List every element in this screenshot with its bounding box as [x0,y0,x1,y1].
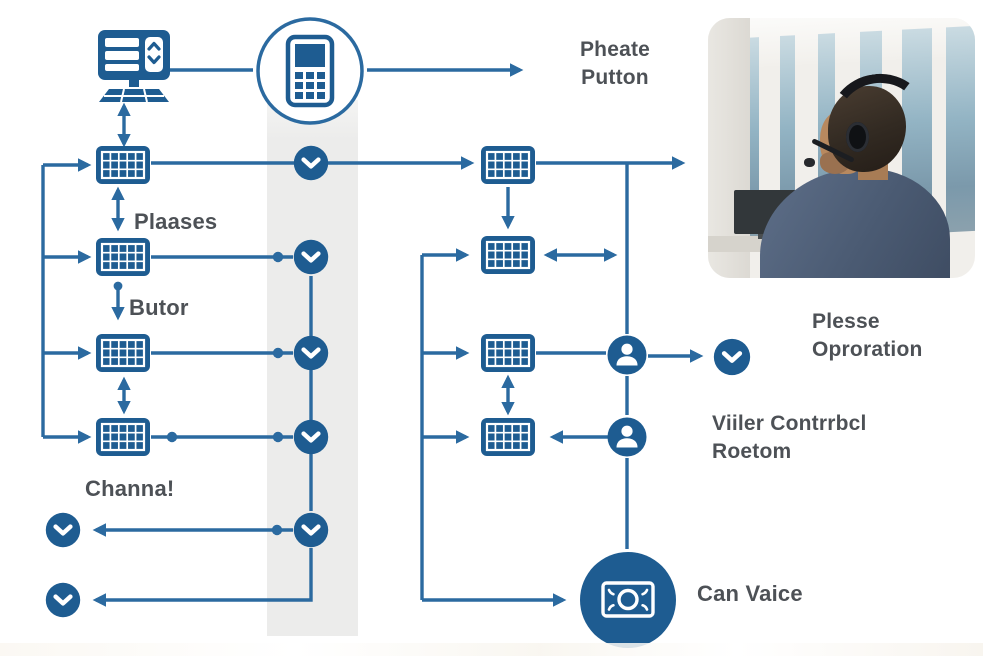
person-icon [607,335,647,375]
label-channa: Channa! [85,476,175,501]
chevron-down-icon [293,419,329,455]
label-operator: Plesse Oproration [812,310,923,361]
keypad-icon [480,417,536,457]
photo-wall [708,18,750,278]
monitor-icon [91,27,177,105]
keypad-icon [95,145,151,185]
label-phone-caption: Pheate Putton [579,38,651,89]
keypad-icon [95,237,151,277]
label-control-room: Viiler Contrrbcl Roetom [712,412,867,463]
chevron-down-icon [293,145,329,181]
chevron-down-icon [45,582,81,618]
keypad-icon [480,145,536,185]
phone-circle [255,16,365,126]
keypad-icon [480,235,536,275]
banknote-icon [579,551,677,649]
person-icon [607,417,647,457]
headset-earcup-icon [846,122,869,152]
label-can-vaice: Can Vaice [697,581,803,606]
keypad-icon [480,333,536,373]
chevron-down-icon [293,335,329,371]
chevron-down-icon [713,338,751,376]
headset-mic-tip [804,158,815,167]
label-butor: Butor [129,295,189,320]
headset-agent-photo [708,18,975,278]
phone-icon [285,34,335,108]
keypad-icon [95,333,151,373]
chevron-down-icon [293,512,329,548]
label-plaases: Plaases [134,209,218,234]
chevron-down-icon [293,239,329,275]
chevron-down-icon [45,512,81,548]
bottom-strip [0,643,983,656]
keypad-icon [95,417,151,457]
